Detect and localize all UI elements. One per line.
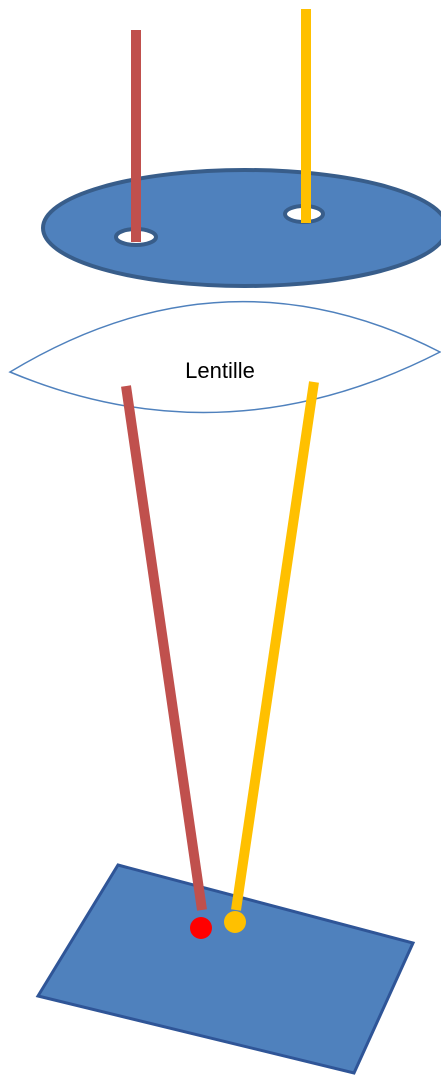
refracted-ray-yellow [231,381,319,911]
refracted-ray-red [121,385,207,911]
lens [8,300,441,414]
diaphragm-disc [41,168,441,288]
lens-label: Lentille [185,358,255,383]
focal-spot-yellow [224,911,246,933]
incoming-ray-red [131,30,141,242]
incoming-ray-yellow [301,9,311,223]
screen-plane [35,863,416,1075]
focal-spot-red [190,917,212,939]
